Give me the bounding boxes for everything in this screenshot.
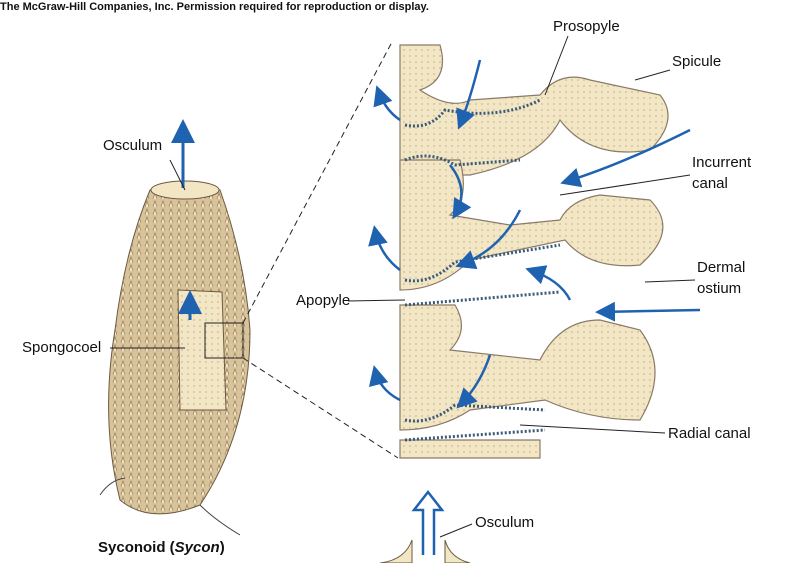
label-dermal-ostium-1: Dermal <box>697 259 746 276</box>
caption-genus: Sycon <box>174 539 220 556</box>
zoom-line-top <box>242 41 393 324</box>
magnified-body-wall <box>399 44 669 459</box>
copyright-notice: The McGraw-Hill Companies, Inc. Permissi… <box>0 1 429 13</box>
label-prosopyle: Prosopyle <box>553 18 620 35</box>
label-radial-canal: Radial canal <box>668 425 751 442</box>
label-osculum-bottom: Osculum <box>475 514 535 531</box>
osculum-bottom-illustration <box>379 489 471 563</box>
label-incurrent-canal-1: Incurrent <box>692 154 752 171</box>
label-apopyle: Apopyle <box>296 292 351 309</box>
choanocyte-layers <box>404 98 561 442</box>
zoom-line-bottom <box>242 357 399 459</box>
label-spicule: Spicule <box>672 53 722 70</box>
label-leader-lines <box>110 35 696 538</box>
caption-close: ) <box>219 539 225 556</box>
label-dermal-ostium-2: ostium <box>697 280 742 297</box>
outflow-arrow-icon <box>411 489 445 555</box>
figure-caption: Syconoid (Sycon) <box>98 539 225 556</box>
caption-main: Syconoid ( <box>98 539 175 556</box>
water-flow-arrows <box>368 59 701 409</box>
label-osculum-top: Osculum <box>103 137 163 154</box>
label-incurrent-canal-2: canal <box>692 175 728 192</box>
label-spongocoel: Spongocoel <box>22 339 102 356</box>
sponge-body <box>99 180 251 536</box>
